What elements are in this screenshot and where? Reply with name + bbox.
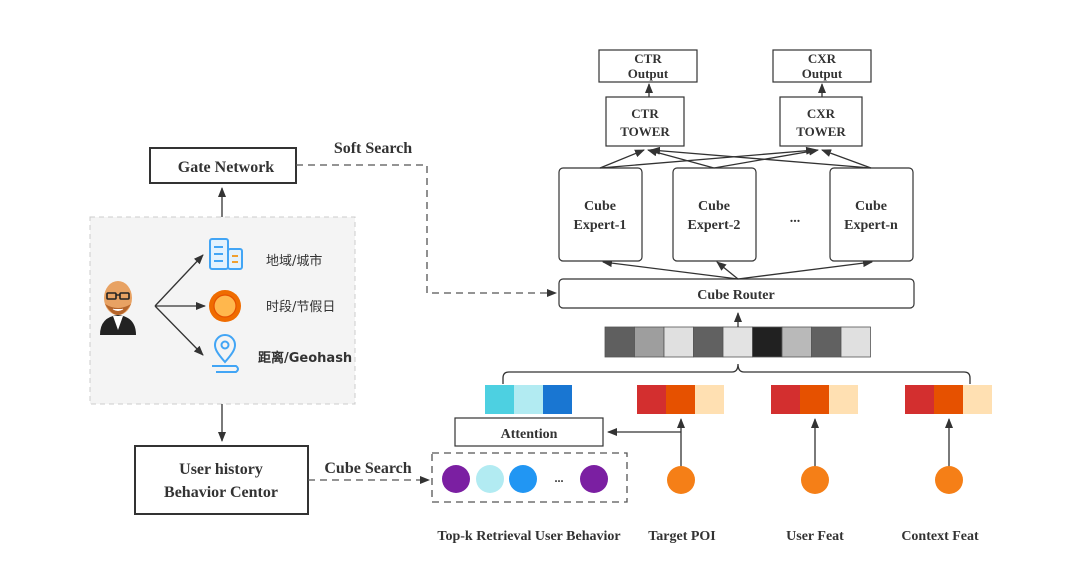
behavior-dot [476, 465, 504, 493]
user-history-line2: Behavior Centor [164, 484, 278, 501]
context-feat-embedding-cell [905, 385, 934, 414]
user-feat-embedding-cell [771, 385, 800, 414]
user-feat-embedding-cell [800, 385, 829, 414]
context-feat-embedding-cell [963, 385, 992, 414]
concat-vector-cell [634, 326, 665, 358]
behavior-ellipsis: ... [555, 471, 564, 485]
router-to-expert-n-arrow [737, 259, 873, 280]
router-to-expert-2-arrow [716, 261, 739, 280]
expert-2-line1: Cube [698, 199, 730, 214]
target-poi-dot [667, 466, 695, 494]
concat-vector-cell [752, 326, 783, 358]
target-poi-embedding-cell [637, 385, 666, 414]
fan-arrow-distance [154, 305, 204, 356]
cxr-output-line2: Output [802, 66, 843, 81]
label-top-k-behavior: Top-k Retrieval User Behavior [437, 529, 620, 544]
concat-vector-cell [811, 326, 842, 358]
ctr-output-box [598, 49, 698, 83]
cxr-tower-line2: TOWER [796, 124, 846, 139]
concat-vector-cell [604, 326, 635, 358]
ctr-output-line2: Output [628, 66, 669, 81]
behavior-embedding-cell [514, 385, 543, 414]
building-icon [209, 238, 243, 270]
cxr-tower-line1: CXR [807, 106, 836, 121]
concat-vector-cell [722, 326, 753, 358]
concat-vector-cell [693, 326, 724, 358]
target-poi-embedding-cell [695, 385, 724, 414]
label-target-poi: Target POI [648, 529, 716, 544]
concat-vector-cell [663, 326, 694, 358]
cube-search-label: Cube Search [324, 460, 411, 477]
ctr-tower-line1: CTR [631, 106, 659, 121]
soft-search-connector [296, 164, 553, 294]
behavior-dot [509, 465, 537, 493]
context-label-region: 地域/城市 [266, 253, 322, 269]
cxr-output-line1: CXR [808, 51, 837, 66]
behavior-embedding-cell [485, 385, 514, 414]
router-to-expert-1-arrow [602, 259, 739, 280]
context-feat-dot [935, 466, 963, 494]
user-feat-embedding-cell [829, 385, 858, 414]
gate-network-label: Gate Network [178, 159, 275, 176]
context-label-distance: 距离/Geohash [258, 350, 352, 366]
soft-search-arrowhead [547, 289, 557, 297]
expert-n-line2: Expert-n [844, 218, 898, 233]
target-poi-embedding-cell [666, 385, 695, 414]
expert-to-tower-arrows [599, 146, 872, 169]
context-label-time: 时段/节假日 [266, 300, 335, 315]
attention-box [454, 417, 604, 447]
label-context-feat: Context Feat [901, 529, 979, 544]
behavior-dot [580, 465, 608, 493]
soft-search-label: Soft Search [334, 140, 412, 157]
cxr-tower-box [779, 96, 863, 147]
expert-1-line2: Expert-1 [574, 218, 627, 233]
expert-ellipsis: ... [790, 211, 801, 226]
expert-n-line1: Cube [855, 199, 887, 214]
expert-1-box [558, 167, 643, 262]
user-history-line1: User history [179, 461, 263, 478]
sun-icon [209, 290, 241, 322]
ctr-output-line1: CTR [634, 51, 662, 66]
gate-network-box [149, 147, 297, 184]
expert-n-box [829, 167, 914, 262]
user-history-box [134, 445, 309, 515]
behavior-embedding-cell [543, 385, 572, 414]
label-user-feat: User Feat [786, 529, 844, 544]
context-feat-embedding-cell [934, 385, 963, 414]
cube-router-label: Cube Router [697, 288, 774, 303]
location-pin-icon [212, 334, 239, 373]
cxr-output-box [772, 49, 872, 83]
behavior-dot [442, 465, 470, 493]
concat-vector-cell [840, 326, 871, 358]
fan-arrow-region [154, 254, 204, 307]
attention-label: Attention [501, 427, 558, 442]
expert-2-line2: Expert-2 [688, 218, 741, 233]
retrieved-behavior-box [431, 452, 628, 503]
ctr-tower-box [605, 96, 685, 147]
concat-vector-cell [781, 326, 812, 358]
user-feat-dot [801, 466, 829, 494]
expert-1-line1: Cube [584, 199, 616, 214]
cube-search-arrowhead [420, 476, 430, 484]
user-avatar-icon [100, 281, 136, 335]
concat-brace [502, 363, 971, 384]
expert-2-box [672, 167, 757, 262]
ctr-tower-line2: TOWER [620, 124, 670, 139]
